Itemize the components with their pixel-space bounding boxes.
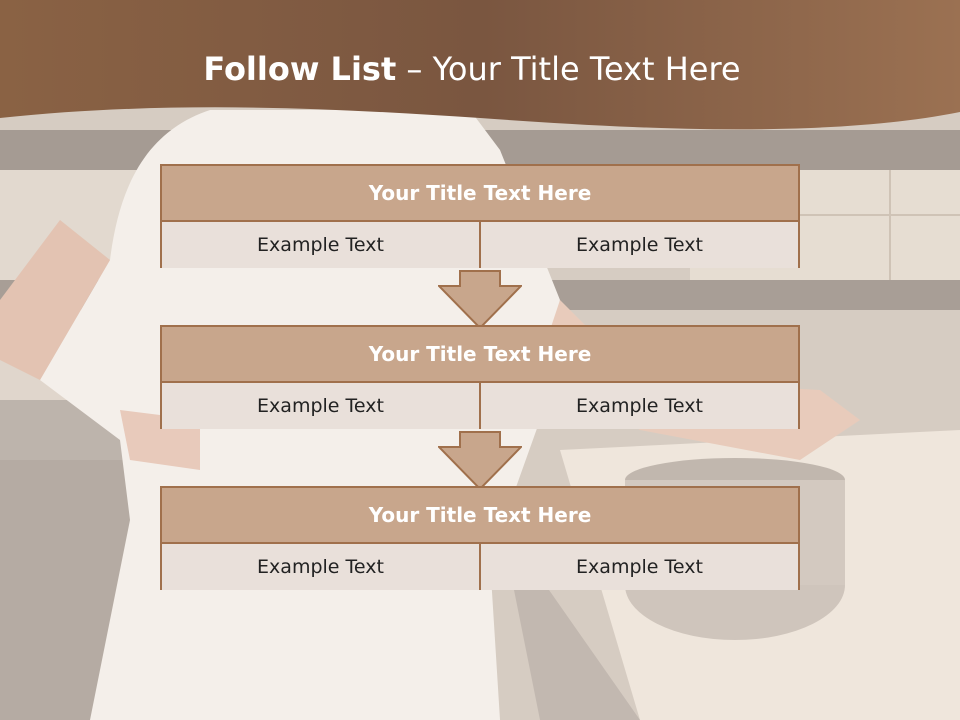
step-cell-left: Example Text bbox=[257, 556, 384, 578]
step-cell-right: Example Text bbox=[479, 383, 798, 429]
step-block-3: Your Title Text Here Example Text Exampl… bbox=[160, 486, 800, 590]
step-block-1: Your Title Text Here Example Text Exampl… bbox=[160, 164, 800, 268]
slide-title: Follow List – Your Title Text Here bbox=[0, 50, 944, 88]
step-cell-left: Example Text bbox=[257, 395, 384, 417]
step-row: Example Text Example Text bbox=[162, 383, 798, 429]
slide-title-bold: Follow List bbox=[203, 50, 397, 88]
down-arrow-icon bbox=[438, 431, 522, 491]
step-row: Example Text Example Text bbox=[162, 222, 798, 268]
step-title: Your Title Text Here bbox=[162, 166, 798, 222]
step-title: Your Title Text Here bbox=[162, 327, 798, 383]
step-cell-left: Example Text bbox=[257, 234, 384, 256]
step-title: Your Title Text Here bbox=[162, 488, 798, 544]
step-row: Example Text Example Text bbox=[162, 544, 798, 590]
slide-title-rest: – Your Title Text Here bbox=[396, 50, 741, 88]
step-block-2: Your Title Text Here Example Text Exampl… bbox=[160, 325, 800, 429]
step-cell-right: Example Text bbox=[479, 222, 798, 268]
step-cell-right: Example Text bbox=[479, 544, 798, 590]
down-arrow-icon bbox=[438, 270, 522, 330]
